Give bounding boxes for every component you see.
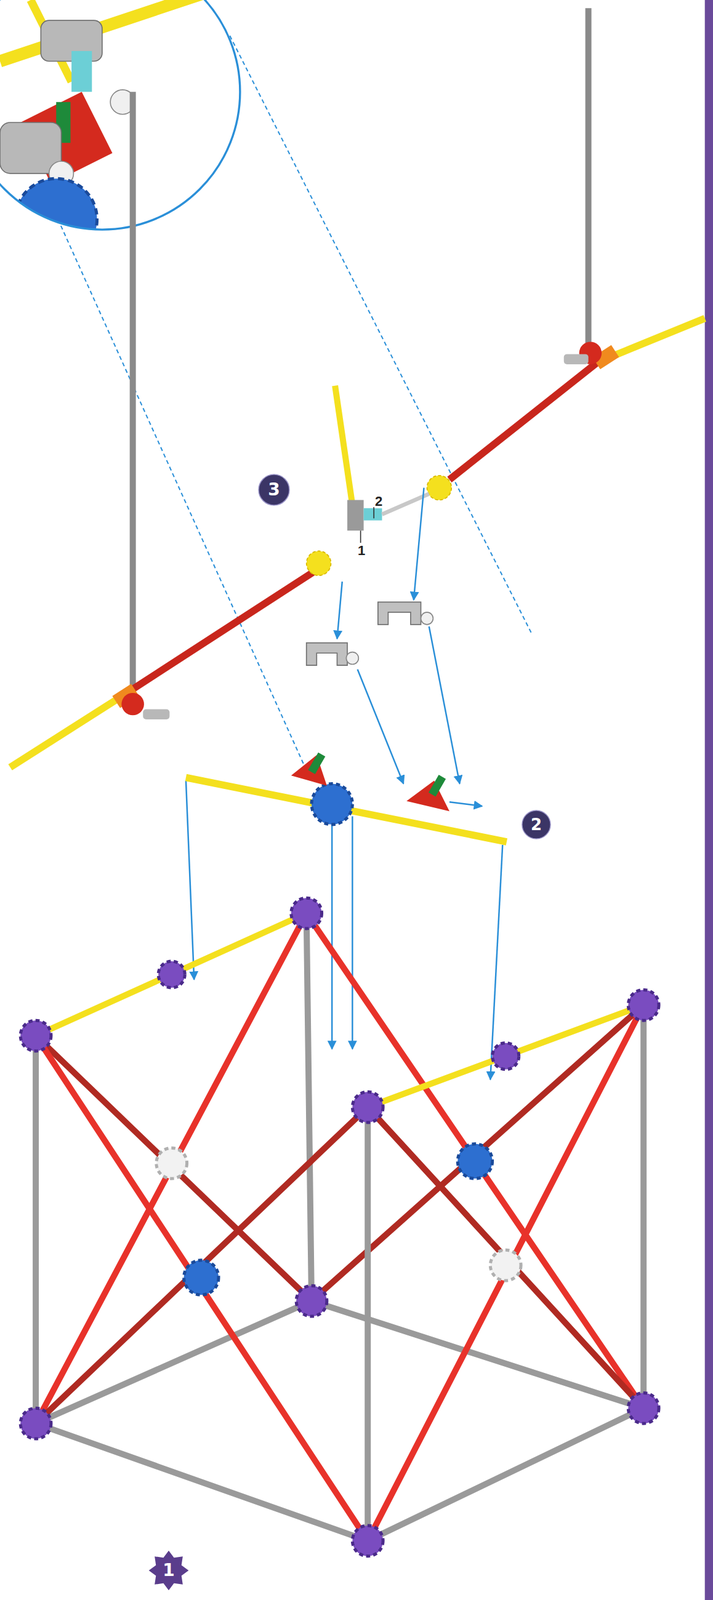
step-number: 1 <box>162 1562 175 1580</box>
step-circle: 3 <box>257 474 291 507</box>
callout-number: 2 <box>374 495 383 509</box>
step-circle: 2 <box>521 810 552 840</box>
step-number: 2 <box>530 817 542 834</box>
callout-number: 1 <box>357 544 366 558</box>
step-star: 1 <box>148 1550 190 1592</box>
step-number: 3 <box>267 481 280 499</box>
